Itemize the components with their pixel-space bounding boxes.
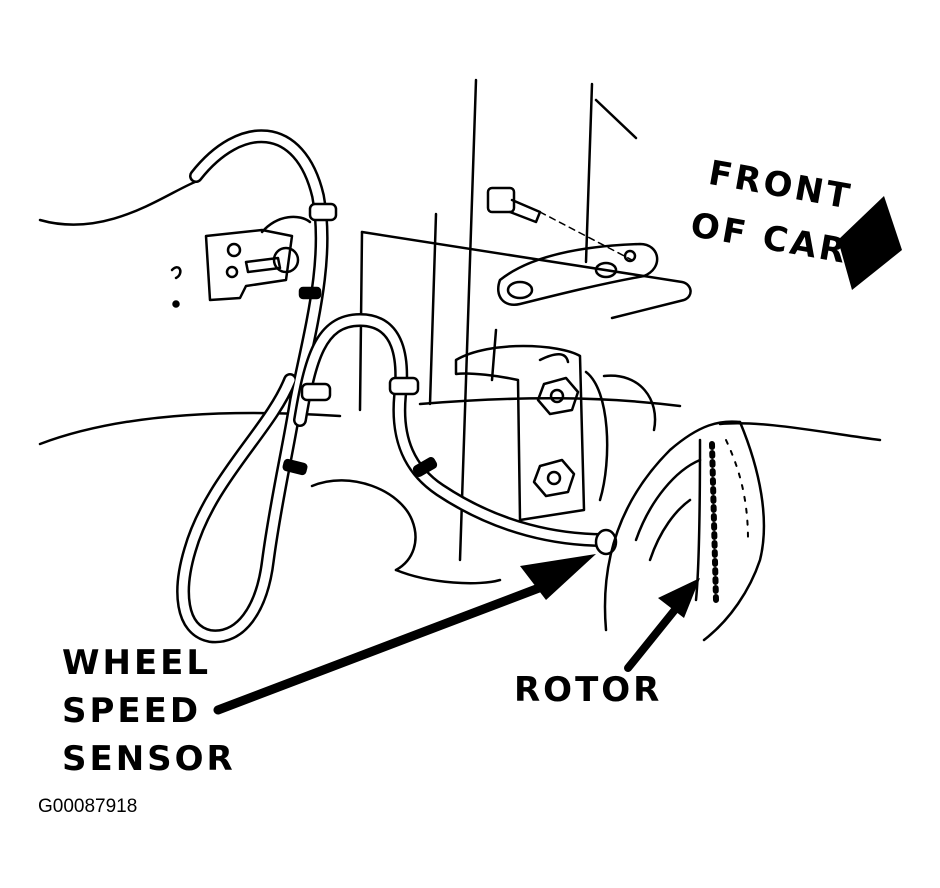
knuckle-bracket (454, 344, 609, 522)
sensor-cable (176, 129, 618, 644)
wheel-speed-sensor-label-line2: SPEED (62, 691, 202, 731)
wheel-speed-sensor-arrow (213, 554, 596, 715)
rotor-arrow (624, 578, 700, 672)
cable-clip-bracket (170, 215, 312, 308)
rotor-tire (603, 420, 882, 642)
upper-bracket (497, 242, 659, 307)
wheel-speed-sensor-label-line1: WHEEL (62, 643, 212, 683)
figure-code: G00087918 (38, 796, 138, 817)
strut-assembly (458, 78, 638, 562)
rotor-label: ROTOR (514, 670, 663, 710)
front-of-car-arrow (838, 196, 902, 290)
top-bolt (486, 186, 633, 261)
hub-contours (310, 374, 657, 585)
wheel-speed-sensor-label-line3: SENSOR (62, 739, 236, 779)
